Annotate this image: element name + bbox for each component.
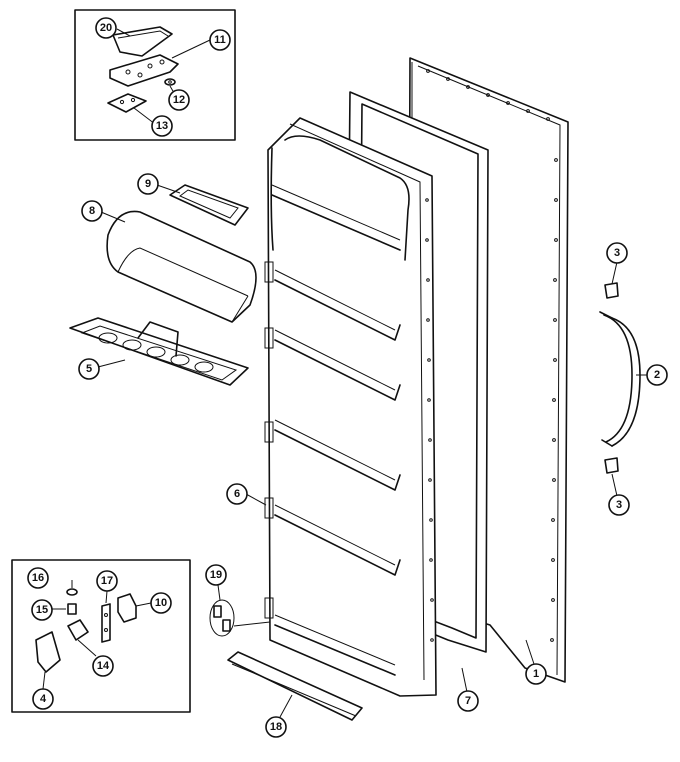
callout-label: 9 xyxy=(145,178,151,190)
callout-3-top: 3 xyxy=(606,242,628,264)
shelf-clips xyxy=(209,599,271,637)
callout-label: 6 xyxy=(234,488,240,500)
callout-17: 17 xyxy=(96,570,118,592)
callout-label: 12 xyxy=(173,94,185,106)
callout-7: 7 xyxy=(457,690,479,712)
callout-10: 10 xyxy=(150,592,172,614)
egg-tray xyxy=(69,317,249,386)
callout-20: 20 xyxy=(95,17,117,39)
callout-label: 15 xyxy=(36,604,48,616)
callout-9: 9 xyxy=(137,173,159,195)
callout-label: 16 xyxy=(32,572,44,584)
callout-13: 13 xyxy=(151,115,173,137)
callout-11: 11 xyxy=(209,29,231,51)
callout-1: 1 xyxy=(525,663,547,685)
callout-label: 3 xyxy=(614,247,620,259)
callout-label: 18 xyxy=(270,721,282,733)
callout-label: 2 xyxy=(654,369,660,381)
callout-label: 3 xyxy=(616,499,622,511)
callout-label: 8 xyxy=(89,205,95,217)
callout-label: 13 xyxy=(156,120,168,132)
callout-4: 4 xyxy=(32,688,54,710)
leader-lines xyxy=(42,28,648,718)
callout-label: 14 xyxy=(97,660,110,672)
door-handle xyxy=(599,311,641,447)
dairy-door-cover xyxy=(106,210,257,323)
dairy-bin-frame xyxy=(169,184,249,226)
door-stop-inset-box xyxy=(11,559,191,713)
door-liner xyxy=(264,117,437,697)
callout-15: 15 xyxy=(31,599,53,621)
callout-label: 1 xyxy=(533,668,539,680)
callout-label: 20 xyxy=(100,22,112,34)
callout-label: 5 xyxy=(86,363,92,375)
callout-14: 14 xyxy=(92,655,114,677)
callout-label: 19 xyxy=(210,569,222,581)
callout-label: 10 xyxy=(155,597,167,609)
callout-label: 17 xyxy=(101,575,113,587)
callout-6: 6 xyxy=(226,483,248,505)
handle-cap-top xyxy=(604,282,619,299)
callout-3-bottom: 3 xyxy=(608,494,630,516)
callout-12: 12 xyxy=(168,89,190,111)
callout-16: 16 xyxy=(27,567,49,589)
callout-label: 4 xyxy=(40,693,47,705)
callout-8: 8 xyxy=(81,200,103,222)
callout-18: 18 xyxy=(265,716,287,738)
callout-label: 7 xyxy=(465,695,471,707)
door-bottom-trim xyxy=(227,651,363,721)
callout-label: 11 xyxy=(214,34,226,46)
callout-2: 2 xyxy=(646,364,668,386)
callout-5: 5 xyxy=(78,358,100,380)
callout-19: 19 xyxy=(205,564,227,586)
handle-cap-bottom xyxy=(604,457,619,474)
